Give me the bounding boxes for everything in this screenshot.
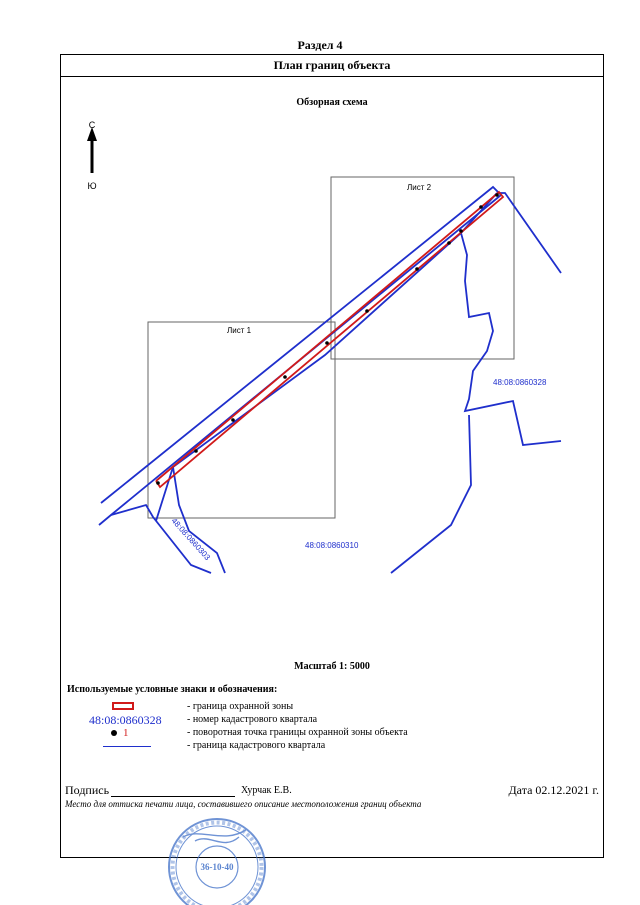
boundary-quarter-303 [172, 466, 226, 574]
signer-name: Хурчак Е.В. [241, 785, 292, 796]
header-title: План границ объекта [61, 55, 603, 77]
stamp-note: Место для оттиска печати лица, составивш… [65, 799, 422, 809]
protection-zone [155, 190, 505, 489]
section-label: Раздел 4 [297, 38, 343, 52]
document-frame: План границ объекта Обзорная схема С Ю Л… [60, 54, 604, 905]
boundary-quarter-328 [460, 232, 562, 446]
turning-point [283, 375, 287, 379]
legend-description: - номер кадастрового квартала [187, 714, 318, 725]
protection-zone-outline [155, 190, 505, 489]
turning-point [447, 241, 451, 245]
sheet-1-label: Лист 1 [227, 326, 252, 335]
signature-line [111, 796, 235, 797]
signature-date: Дата 02.12.2021 г. [508, 783, 600, 797]
turning-point [479, 205, 483, 209]
turning-point [325, 341, 329, 345]
legend-description: - граница охранной зоны [187, 701, 294, 712]
turning-point [415, 267, 419, 271]
boundary-lower-left [110, 503, 212, 574]
cadastral-boundaries [98, 185, 562, 574]
turning-points [156, 193, 499, 485]
quarter-number-symbol: 48:08:0860328 [89, 713, 162, 727]
stamp-center-number: 36-10-40 [201, 862, 234, 872]
compass-north-label: С [89, 120, 96, 130]
quarter-number-303: 48:08:0860303 [170, 516, 213, 562]
scheme-title: Обзорная схема [296, 97, 368, 108]
turning-point-dot-icon [111, 730, 117, 736]
quarter-boundary-symbol [103, 746, 151, 747]
scale-label: Масштаб 1: 5000 [294, 661, 370, 672]
turning-point [495, 193, 499, 197]
turning-point [231, 418, 235, 422]
boundary-quarter-310 [390, 414, 472, 574]
sheet-2-frame [330, 176, 515, 360]
compass-south-label: Ю [87, 181, 96, 191]
legend-description: - граница кадастрового квартала [187, 740, 326, 751]
quarter-number-328: 48:08:0860328 [493, 378, 547, 387]
turning-point [194, 449, 198, 453]
stamp-seal-icon: 36-10-40 [168, 818, 266, 905]
boundary-corridor-outer [98, 185, 503, 526]
legend-title: Используемые условные знаки и обозначени… [67, 684, 278, 695]
compass-arrow-icon: С Ю [87, 120, 97, 191]
quarter-number-310: 48:08:0860310 [305, 541, 359, 550]
sheet-1-frame [147, 321, 336, 519]
turning-point [365, 309, 369, 313]
boundary-north-east [497, 192, 562, 274]
signature-row: Подпись Хурчак Е.В. Дата 02.12.2021 г. [65, 783, 601, 801]
sheet-2-label: Лист 2 [407, 183, 432, 192]
zone-boundary-symbol [112, 702, 134, 710]
legend-description: - поворотная точка границы охранной зоны… [187, 727, 408, 738]
boundary-corridor-inner [155, 192, 498, 522]
turning-point [156, 481, 160, 485]
turning-point [459, 229, 463, 233]
turning-point-number: 1 [123, 727, 129, 739]
signature-label: Подпись [65, 783, 110, 797]
compass-arrowhead [87, 127, 97, 141]
